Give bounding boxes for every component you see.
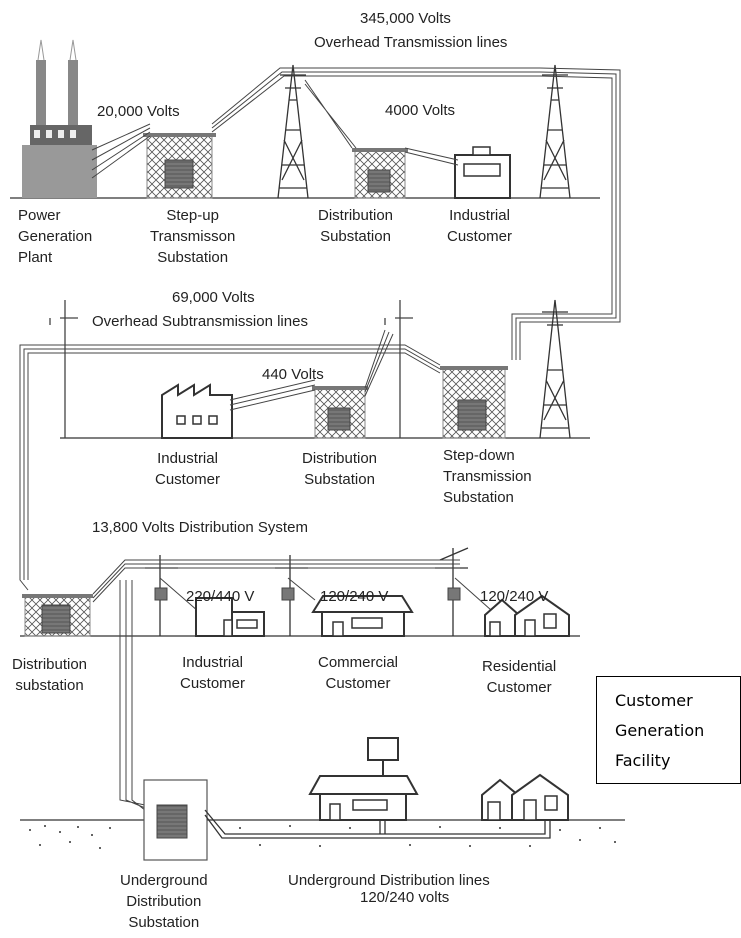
voltage-120-240-commercial-label: 120/240 V xyxy=(320,588,389,605)
customer-generation-line-1: Customer xyxy=(615,691,693,710)
customer-generation-facility-box: Customer Generation Facility xyxy=(596,676,741,784)
subtransmission-pole-icon xyxy=(49,300,413,438)
distribution-system-label: 13,800 Volts Distribution System xyxy=(92,519,308,536)
transmission-wires xyxy=(91,67,621,360)
voltage-440-label: 440 Volts xyxy=(262,366,324,383)
transmission-tower-icon xyxy=(539,299,571,439)
industrial-building-icon xyxy=(454,146,511,199)
residential-house-icon xyxy=(484,594,570,637)
plant-voltage-label: 20,000 Volts xyxy=(97,103,180,120)
ground-lines xyxy=(10,197,625,821)
transmission-voltage-label: 345,000 Volts xyxy=(360,10,451,27)
customer-generation-line-3: Facility xyxy=(615,751,671,770)
distribution-voltage-label: 4000 Volts xyxy=(385,102,456,119)
distribution-substation-icon xyxy=(22,594,93,637)
subtransmission-lines-label: Overhead Subtransmission lines xyxy=(92,313,308,330)
transmission-tower-icon xyxy=(277,64,309,199)
underground-voltage-label: 120/240 volts xyxy=(360,889,450,906)
residential-house-icon xyxy=(481,773,569,821)
stepup-substation-icon xyxy=(143,133,216,199)
distribution-wires xyxy=(92,559,501,815)
transmission-lines-label: Overhead Transmission lines xyxy=(314,34,508,51)
stepdown-substation-icon xyxy=(440,366,508,439)
commercial-building-icon xyxy=(311,595,414,637)
pole-transformer-icon xyxy=(154,587,461,601)
voltage-220-440-label: 220/440 V xyxy=(186,588,255,605)
subtransmission-wires xyxy=(19,329,441,591)
subtransmission-voltage-label: 69,000 Volts xyxy=(172,289,255,306)
soil-dots xyxy=(29,825,616,849)
distribution-substation-icon xyxy=(352,148,408,199)
underground-lines-label: Underground Distribution lines xyxy=(288,872,490,889)
distribution-substation-icon xyxy=(312,386,368,439)
power-plant-icon xyxy=(22,39,97,198)
commercial-building-icon xyxy=(308,737,419,821)
industrial-building-icon xyxy=(161,383,233,439)
voltage-120-240-residential-label: 120/240 V xyxy=(480,588,549,605)
customer-generation-line-2: Generation xyxy=(615,721,705,740)
underground-substation-icon xyxy=(143,779,208,861)
industrial-building-icon xyxy=(195,597,265,637)
underground-conduit xyxy=(204,809,551,839)
transmission-tower-icon xyxy=(539,64,571,199)
